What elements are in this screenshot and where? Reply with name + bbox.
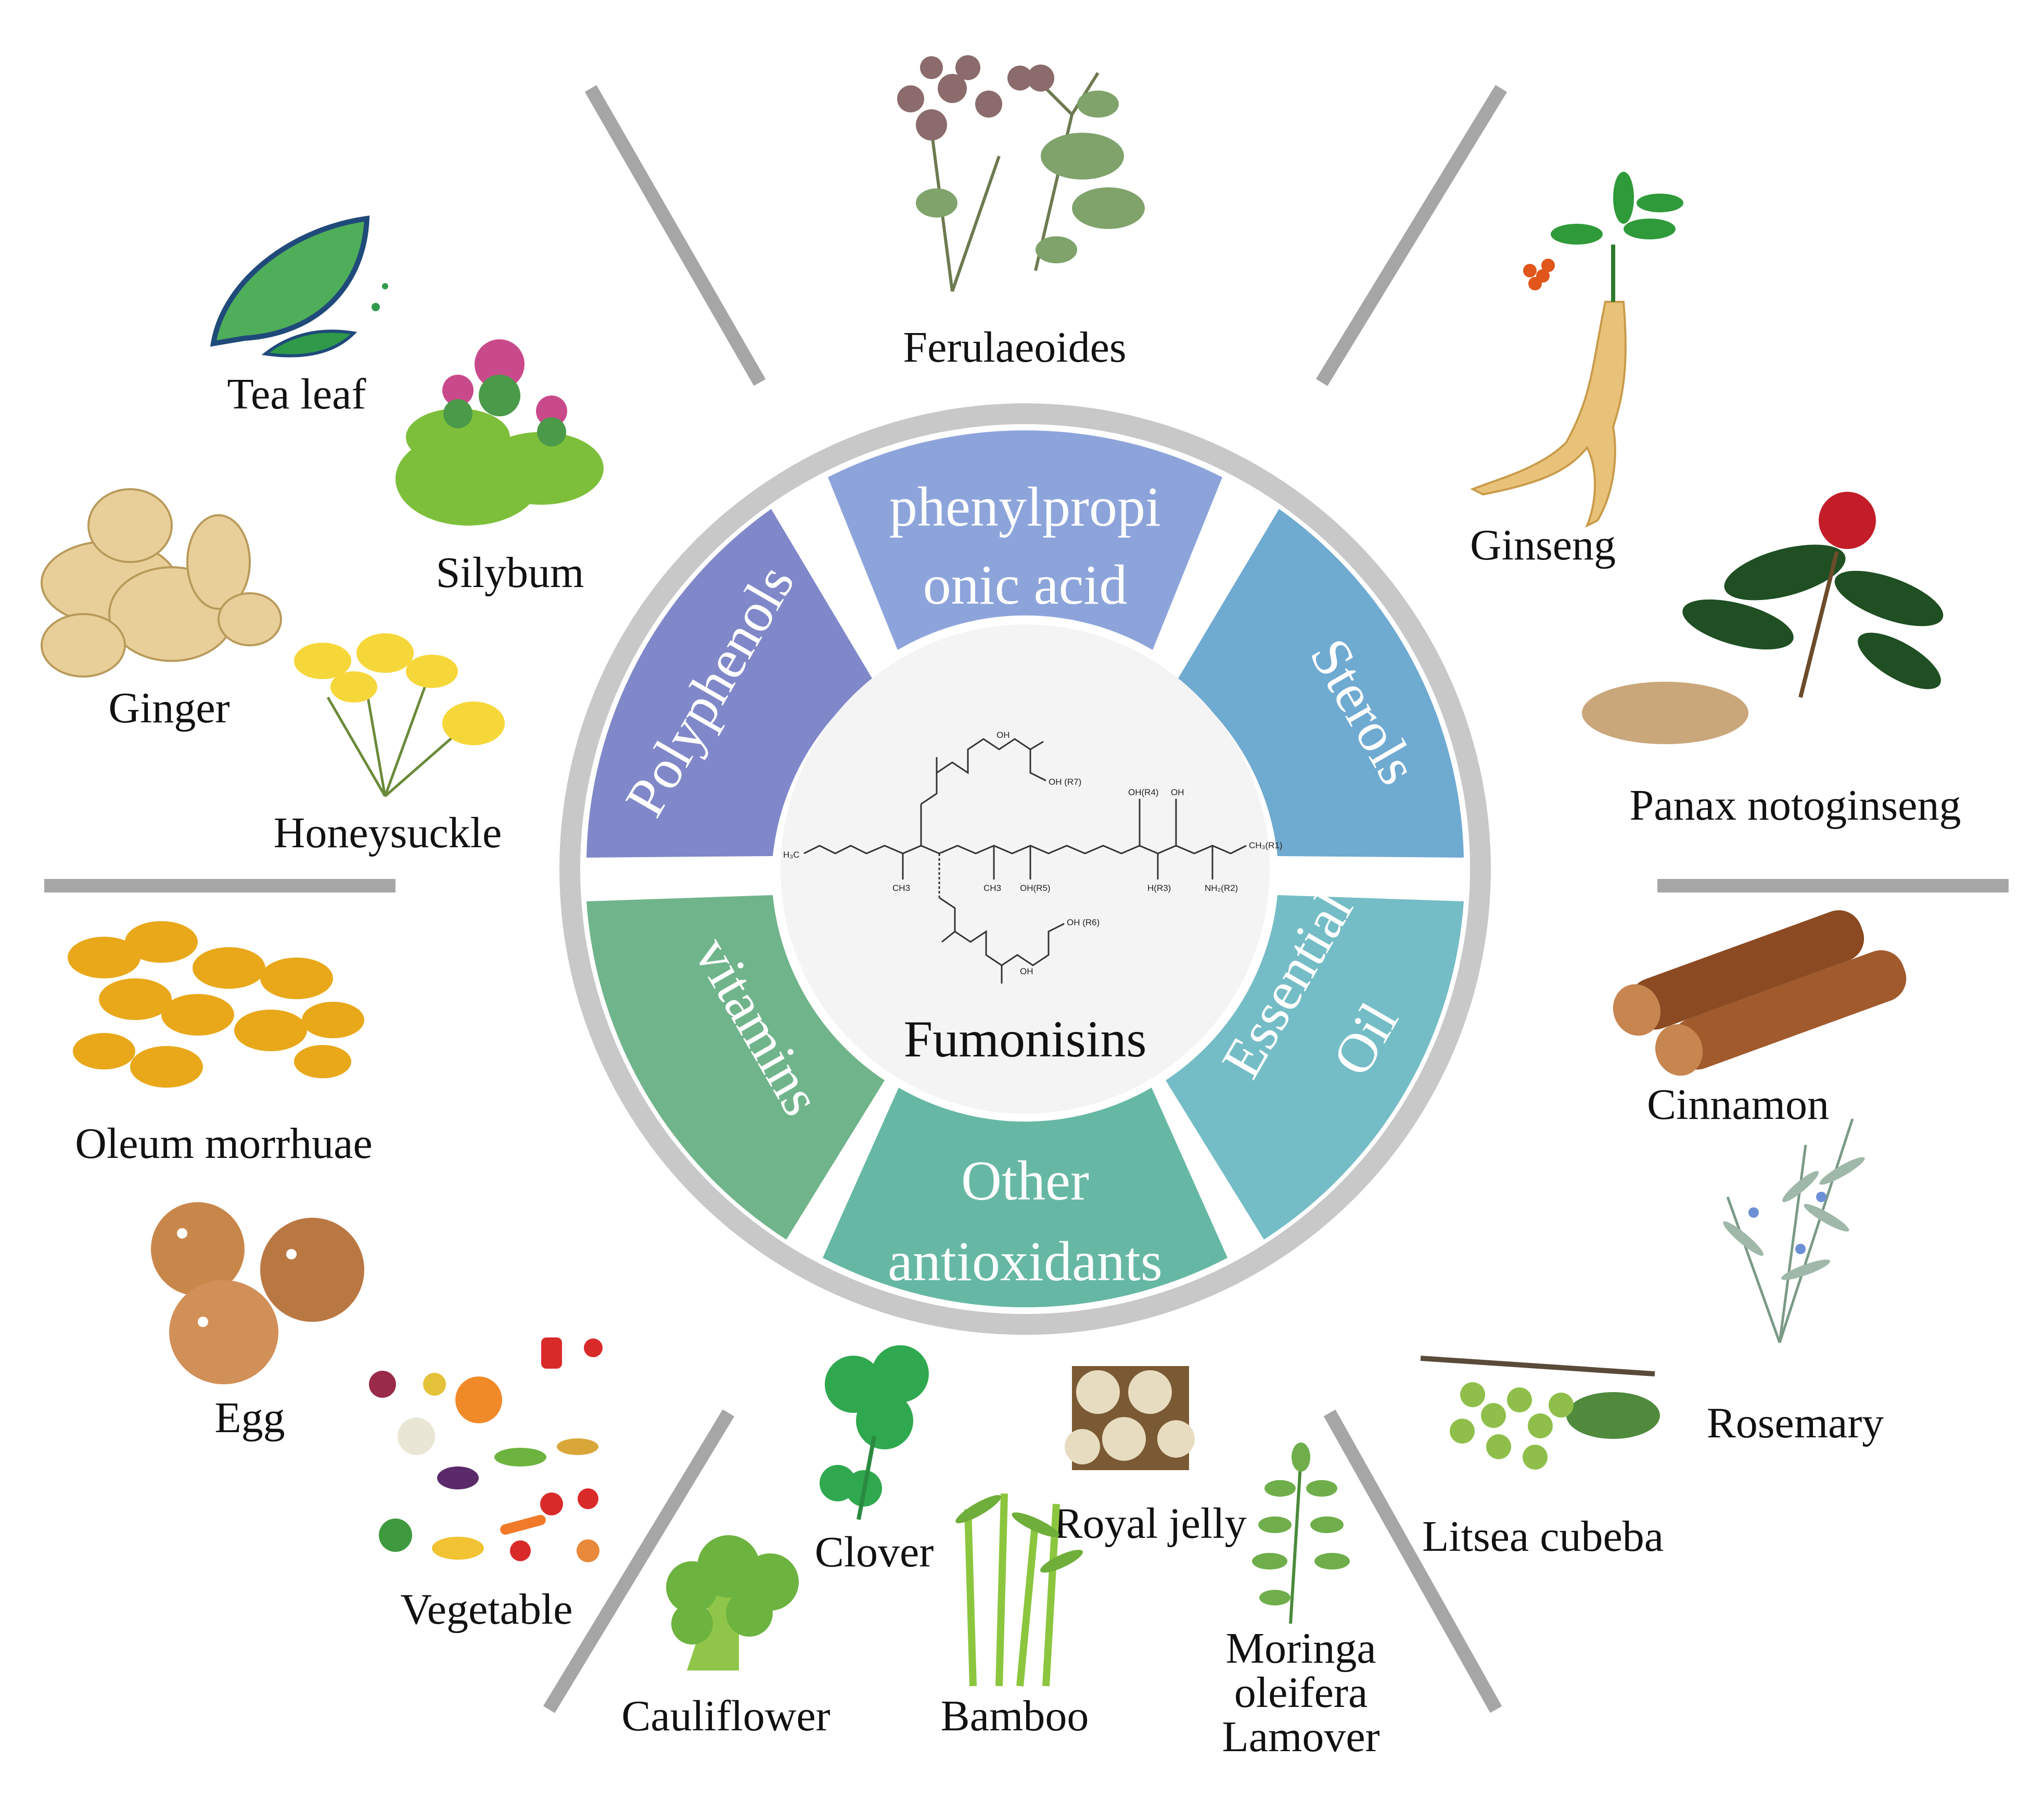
label-clover: Clover bbox=[815, 1528, 934, 1576]
other-antioxidants-line2: antioxidants bbox=[888, 1231, 1162, 1293]
divider-bottom-right bbox=[1323, 1409, 1502, 1713]
rosemary-illustration bbox=[1723, 1118, 1865, 1343]
phenylpropionic-line1: phenylpropi bbox=[889, 476, 1161, 538]
label-royal-jelly: Royal jelly bbox=[1054, 1499, 1247, 1548]
label-ginger: Ginger bbox=[108, 684, 229, 732]
chem-oh-bottom: OH bbox=[1020, 966, 1033, 976]
divider-top-right bbox=[1315, 85, 1508, 386]
cauliflower-illustration bbox=[666, 1535, 799, 1670]
moringa-illustration bbox=[1252, 1443, 1350, 1624]
chem-oh-r5: OH(R5) bbox=[1020, 883, 1051, 893]
ginseng-illustration bbox=[1470, 172, 1683, 528]
label-oleum-morrhuae: Oleum morrhuae bbox=[75, 1119, 372, 1168]
phenylpropionic-line2: onic acid bbox=[923, 554, 1128, 616]
royal-jelly-illustration bbox=[1065, 1366, 1195, 1470]
label-tea-leaf: Tea leaf bbox=[227, 370, 366, 418]
upper-side-chain bbox=[921, 738, 1046, 805]
label-litsea-cubeba: Litsea cubeba bbox=[1422, 1512, 1664, 1561]
other-antioxidants-line1: Other bbox=[961, 1150, 1089, 1212]
vegetable-illustration bbox=[369, 1337, 603, 1562]
litsea-cubeba-illustration bbox=[1420, 1356, 1660, 1470]
label-ferulaeoides: Ferulaeoides bbox=[903, 323, 1126, 372]
label-egg: Egg bbox=[214, 1394, 285, 1442]
divider-lines bbox=[44, 85, 2009, 1713]
cinnamon-illustration bbox=[1613, 910, 1907, 1076]
fumonisin-atom-labels: H₃C CH3 CH3 OH(R5) OH(R4) OH CH₃(R1) H(R… bbox=[783, 730, 1283, 976]
center-disc bbox=[781, 624, 1270, 1114]
upper-carbonyl-b bbox=[1030, 741, 1044, 750]
label-silybum: Silybum bbox=[436, 549, 584, 597]
segment-sterols bbox=[1177, 509, 1464, 858]
chem-h3c: H₃C bbox=[783, 850, 799, 860]
center-title: Fumonisins bbox=[904, 1010, 1147, 1068]
chem-ch3-a: CH3 bbox=[892, 883, 910, 893]
label-honeysuckle: Honeysuckle bbox=[274, 809, 502, 857]
label-vegetable: Vegetable bbox=[400, 1585, 572, 1634]
lower-carbonyl-a bbox=[941, 930, 955, 943]
segment-polyphenols bbox=[586, 509, 873, 858]
silybum-illustration bbox=[395, 339, 604, 526]
label-moringa-line3: Lamover bbox=[1222, 1713, 1379, 1761]
label-cinnamon: Cinnamon bbox=[1647, 1080, 1829, 1129]
segment-vitamins bbox=[586, 895, 885, 1240]
backbone-chain bbox=[803, 845, 1247, 855]
fumonisin-structure bbox=[803, 738, 1247, 984]
central-wheel bbox=[559, 403, 1491, 1335]
chem-h-r3: H(R3) bbox=[1147, 883, 1171, 893]
lower-side-chain bbox=[939, 897, 1065, 966]
chem-ch3-b: CH3 bbox=[983, 883, 1001, 893]
ginger-illustration bbox=[41, 488, 282, 678]
label-ginseng: Ginseng bbox=[1470, 521, 1616, 569]
chem-oh-r4: OH(R4) bbox=[1128, 787, 1159, 797]
honeysuckle-illustration bbox=[294, 633, 505, 797]
label-cauliflower: Cauliflower bbox=[621, 1692, 830, 1740]
panax-notoginseng-illustration bbox=[1582, 492, 1944, 744]
segment-other-antioxidants bbox=[823, 1088, 1228, 1308]
divider-top-left bbox=[584, 85, 766, 386]
label-moringa-line1: Moringa bbox=[1225, 1624, 1376, 1673]
label-rosemary: Rosemary bbox=[1707, 1399, 1884, 1447]
bamboo-illustration bbox=[955, 1493, 1083, 1687]
chem-oh-top: OH bbox=[997, 730, 1010, 740]
ferulaeoides-illustration bbox=[897, 55, 1145, 292]
tea-leaf-illustration bbox=[210, 215, 388, 358]
label-moringa-line2: oleifera bbox=[1234, 1668, 1368, 1717]
segment-phenylpropionic bbox=[828, 430, 1222, 650]
divider-bottom-left bbox=[543, 1409, 735, 1713]
chem-oh: OH bbox=[1171, 787, 1184, 797]
chem-oh-r7: OH (R7) bbox=[1049, 777, 1081, 787]
chem-ch3-r1: CH₃(R1) bbox=[1249, 840, 1283, 850]
chem-oh-r6: OH (R6) bbox=[1067, 917, 1100, 927]
label-bamboo: Bamboo bbox=[941, 1692, 1089, 1740]
segment-essential-oil bbox=[1166, 895, 1464, 1240]
label-panax-notoginseng: Panax notoginseng bbox=[1630, 781, 1961, 830]
egg-illustration bbox=[151, 1202, 364, 1384]
chem-nh2-r2: NH₂(R2) bbox=[1205, 883, 1238, 893]
oleum-morrhuae-illustration bbox=[68, 921, 364, 1088]
clover-illustration bbox=[820, 1345, 929, 1520]
